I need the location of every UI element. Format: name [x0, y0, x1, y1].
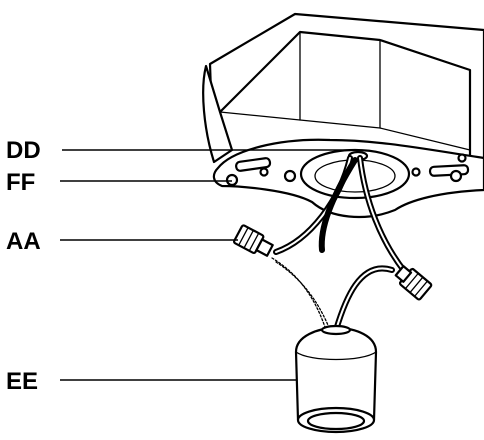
label-dd: DD — [6, 137, 41, 164]
label-ee: EE — [6, 368, 38, 395]
label-ff: FF — [6, 169, 35, 196]
connector-right — [394, 265, 433, 301]
wires — [271, 155, 408, 333]
label-aa: AA — [6, 228, 41, 255]
mounting-bracket — [212, 138, 484, 219]
lamp-socket-ee — [294, 324, 378, 434]
connector-aa — [233, 224, 274, 257]
